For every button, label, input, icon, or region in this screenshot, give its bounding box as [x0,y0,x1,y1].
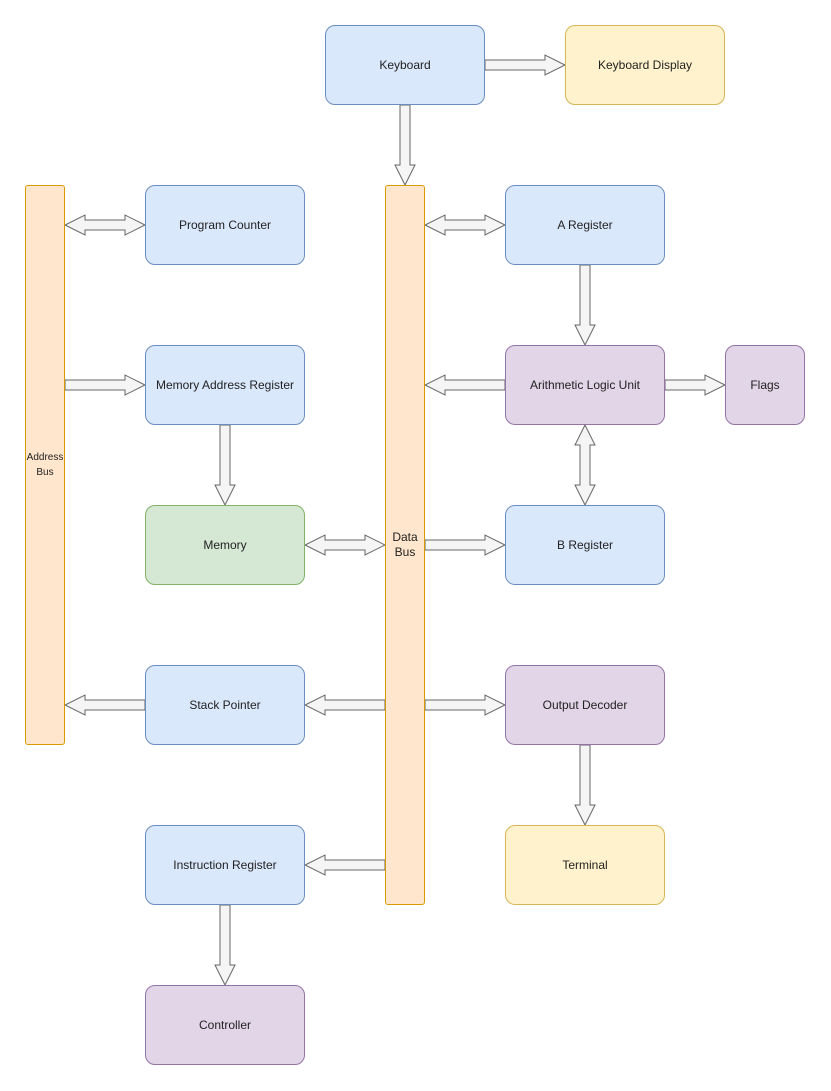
keyboard-display-block: Keyboard Display [565,25,725,105]
terminal-block: Terminal [505,825,665,905]
instruction-register-block: Instruction Register [145,825,305,905]
alu-breg-arrow [574,423,596,507]
keyboard-display-label: Keyboard Display [597,58,693,72]
databus-to-sp-arrow [303,694,386,716]
areg-databus-arrow [423,214,507,236]
addressbus-to-mar-arrow [64,374,147,396]
program-counter-block: Program Counter [145,185,305,265]
keyboard-to-databus-arrow [394,104,416,187]
program-counter-label: Program Counter [178,218,272,232]
keyboard-label: Keyboard [379,58,431,72]
b-register-label: B Register [556,538,614,552]
instruction-register-label: Instruction Register [173,858,277,872]
alu-to-flags-arrow [664,374,727,396]
flags-block: Flags [725,345,805,425]
address-bus: Address Bus [25,185,65,745]
alu-to-databus-arrow [423,374,506,396]
output-decoder-block: Output Decoder [505,665,665,745]
pc-addressbus-arrow [63,214,147,236]
ir-to-controller-arrow [214,904,236,987]
flags-label: Flags [750,378,780,392]
keyboard-block: Keyboard [325,25,485,105]
terminal-label: Terminal [562,858,608,872]
databus-to-output-decoder-arrow [424,694,507,716]
memory-label: Memory [203,538,247,552]
memory-address-register-label: Memory Address Register [155,378,295,392]
controller-label: Controller [198,1018,252,1032]
mar-to-memory-arrow [214,424,236,507]
databus-to-ir-arrow [303,854,386,876]
connector-arrows [63,54,727,987]
address-bus-label: Address Bus [27,450,64,480]
output-decoder-label: Output Decoder [542,698,628,712]
memory-block: Memory [145,505,305,585]
controller-block: Controller [145,985,305,1065]
areg-to-alu-arrow [574,264,596,347]
sp-to-addressbus-arrow [63,694,146,716]
alu-block: Arithmetic Logic Unit [505,345,665,425]
output-decoder-to-terminal-arrow [574,744,596,827]
b-register-block: B Register [505,505,665,585]
stack-pointer-block: Stack Pointer [145,665,305,745]
address-bus-label-line1: Address [26,452,64,463]
data-bus: Data Bus [385,185,425,905]
memory-databus-arrow [303,534,387,556]
data-bus-label: Data Bus [392,530,417,560]
stack-pointer-label: Stack Pointer [189,698,261,712]
a-register-label: A Register [557,218,613,232]
address-bus-label-line2: Bus [36,467,54,478]
databus-to-breg-arrow [424,534,507,556]
alu-label: Arithmetic Logic Unit [529,378,641,392]
keyboard-to-display-arrow [484,54,567,76]
memory-address-register-block: Memory Address Register [145,345,305,425]
data-bus-label-line2: Bus [394,545,416,559]
a-register-block: A Register [505,185,665,265]
data-bus-label-line1: Data [392,530,418,544]
